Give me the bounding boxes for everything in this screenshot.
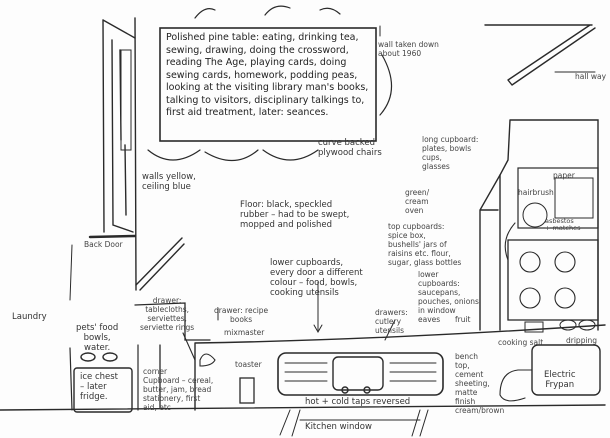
dripping-jar [559, 319, 577, 331]
bench-top-label: bench top, cement sheeting, matte finish… [455, 352, 505, 415]
ice-chest-sides [69, 344, 139, 411]
cooking-salt-label: cooking salt [498, 338, 544, 347]
toaster [239, 377, 255, 404]
back-door [135, 237, 185, 291]
sink [277, 352, 444, 396]
frypan-cord [499, 369, 533, 402]
oven-top [517, 167, 599, 229]
taps-label: hot + cold taps reversed [305, 397, 411, 407]
walls-label: walls yellow, ceiling blue [142, 172, 196, 192]
drawer-tablecloths-label: drawer: tablecloths, serviettes, serviet… [140, 296, 195, 332]
laundry-label: Laundry [12, 312, 47, 322]
salt-box [524, 321, 544, 333]
top-cupboards-label: top cupboards: spice box, bushells' jars… [388, 222, 462, 267]
fruit-label: fruit [455, 315, 471, 324]
paper-label: paper [553, 171, 575, 180]
hairbrush-label: hairbrush [518, 188, 554, 197]
toaster-label: toaster [235, 360, 262, 369]
door-panel [120, 49, 132, 151]
oven-label: green/ cream oven [405, 188, 430, 215]
tap [363, 386, 371, 394]
table-label: Polished pine table: eating, drinking te… [166, 32, 369, 118]
cupboard-side [479, 174, 501, 331]
floor-label: Floor: black, speckled rubber – had to b… [240, 200, 350, 230]
laundry-wall [69, 244, 73, 301]
hallway-label: hall way [575, 72, 607, 81]
dripping-label: dripping [566, 336, 598, 345]
corner-cupboard [134, 302, 211, 409]
wall-removed-label: wall taken down about 1960 [378, 40, 439, 58]
drawer-recipe-label: drawer: recipe books [214, 306, 269, 324]
back-door-top [88, 234, 137, 239]
dripping-jar [578, 319, 596, 331]
arrow-down [313, 281, 323, 334]
oven-door [504, 222, 516, 321]
chairs-label: curve backed plywood chairs [318, 138, 382, 158]
burners [519, 251, 576, 309]
door [102, 19, 136, 233]
window-label: Kitchen window [305, 422, 372, 432]
pet-bowl [80, 352, 96, 362]
removed-wall [484, 24, 596, 86]
oven-dial [522, 202, 548, 228]
tap [341, 386, 349, 394]
pets-label: pets' food bowls, water. [76, 323, 119, 353]
frypan-label: Electric Frypan [544, 370, 576, 390]
chairs-bottom [147, 54, 393, 162]
mixmaster [182, 332, 216, 367]
lower-cupboards-label: lower cupboards, every door a different … [270, 258, 363, 298]
stove [507, 239, 599, 321]
mixmaster-label: mixmaster [224, 328, 265, 337]
corner-cupboard-label: corner Cupboard – cereal, butter, jam, b… [143, 367, 214, 412]
bench [0, 324, 606, 411]
pointer-lines [217, 307, 396, 341]
asbestos-label: asbestos + matches [545, 217, 581, 232]
drainer-lines [284, 362, 437, 382]
ice-chest [73, 367, 133, 413]
pet-bowl [102, 352, 118, 362]
drawers-cutlery-label: drawers: cutlery utensils [375, 308, 408, 335]
long-cupboard-label: long cupboard: plates, bowls cups, glass… [422, 135, 479, 171]
ice-chest-label: ice chest – later fridge. [80, 372, 119, 402]
chairs-top [194, 5, 341, 19]
table [159, 27, 377, 142]
kitchen-window [279, 409, 429, 437]
sink-basin [332, 356, 384, 391]
back-door-label: Back Door [84, 240, 123, 249]
lower-cupboards-right-label: lower cupboards: saucepans, pouches, oni… [418, 270, 479, 324]
wall-line [134, 17, 137, 291]
paper-holder [554, 177, 594, 219]
